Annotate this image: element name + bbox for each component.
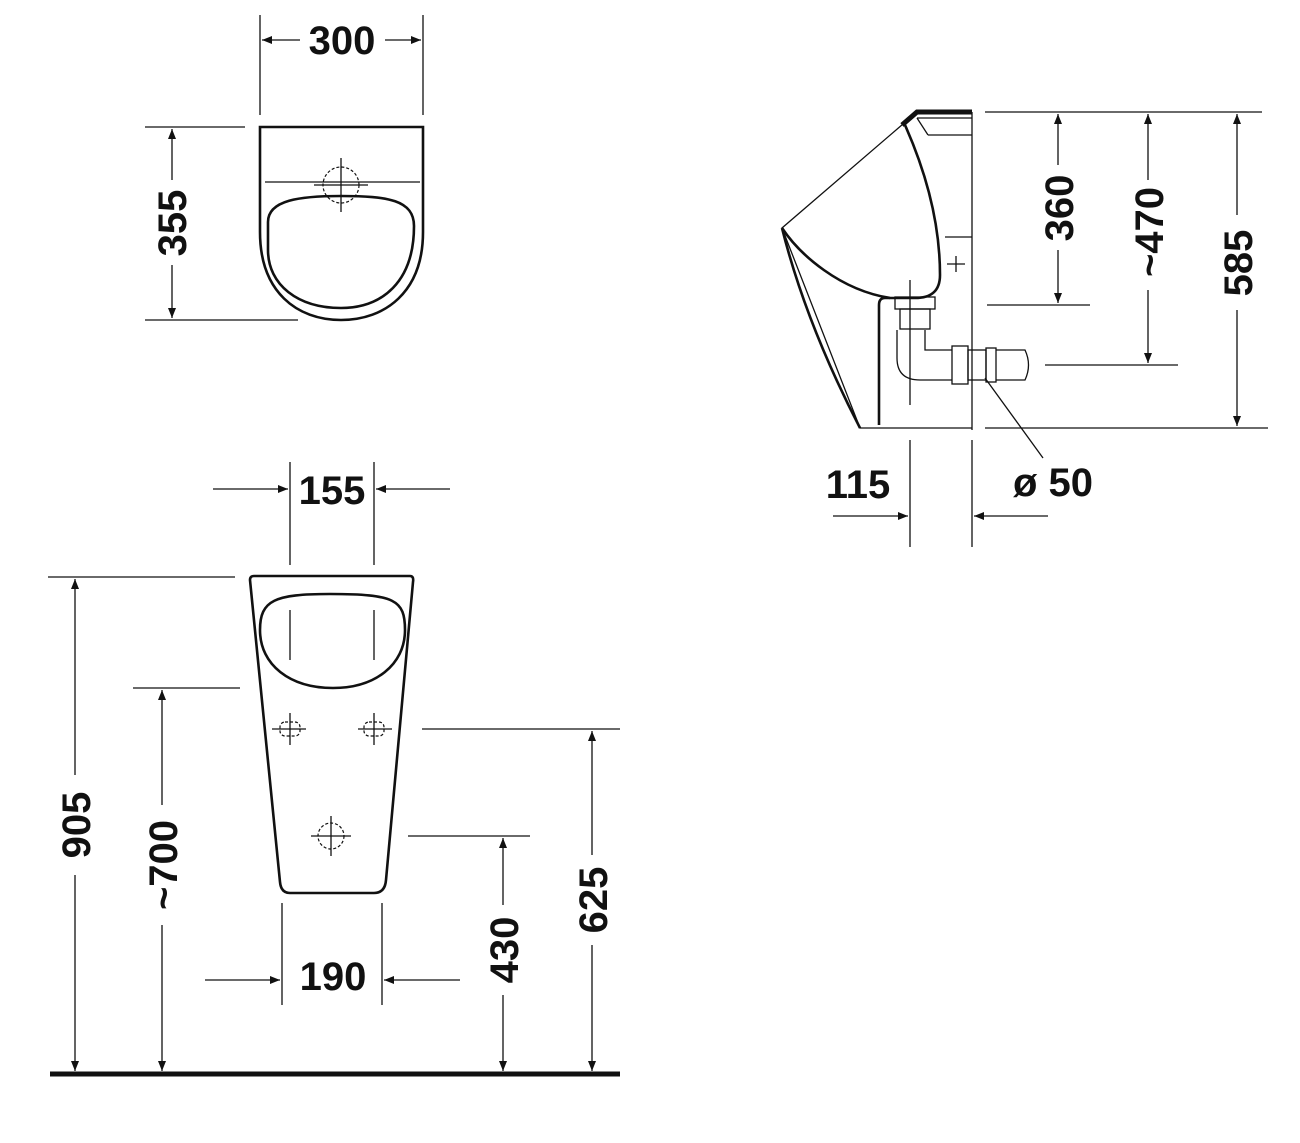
top-view-basin bbox=[266, 194, 416, 310]
front-view: 155 905 ~700 625 430 190 bbox=[48, 462, 620, 1077]
dim-depth: 355 bbox=[151, 190, 195, 257]
dim-rim-height: ~700 bbox=[142, 820, 186, 910]
front-view-basin bbox=[258, 592, 407, 690]
dim-side-height: 585 bbox=[1217, 230, 1261, 297]
dim-outlet-drop: 360 bbox=[1038, 175, 1082, 242]
top-view-outline bbox=[258, 125, 425, 322]
dim-total-height: 905 bbox=[55, 792, 99, 859]
side-view: 360 ~470 585 115 ø 50 bbox=[780, 109, 1268, 547]
dim-outlet-offset: 115 bbox=[826, 463, 891, 507]
inlet-right-icon bbox=[358, 713, 392, 745]
outlet-icon bbox=[311, 816, 351, 856]
inlet-left-icon bbox=[272, 713, 306, 745]
dim-inlet-height: 625 bbox=[572, 867, 616, 934]
dim-outlet-height: 430 bbox=[483, 917, 527, 984]
dim-pipe-diameter: ø 50 bbox=[1013, 461, 1093, 505]
dim-inlet-spacing: 155 bbox=[299, 469, 366, 513]
dim-bottom-width: 190 bbox=[300, 955, 367, 999]
dim-pipe-drop: ~470 bbox=[1128, 187, 1172, 277]
bowl-inner bbox=[877, 124, 942, 425]
trap-pipe bbox=[894, 280, 1030, 405]
top-view: 300 355 bbox=[145, 15, 425, 322]
front-view-outline bbox=[248, 574, 415, 895]
leader-line bbox=[984, 377, 1044, 459]
dim-width: 300 bbox=[309, 19, 376, 63]
